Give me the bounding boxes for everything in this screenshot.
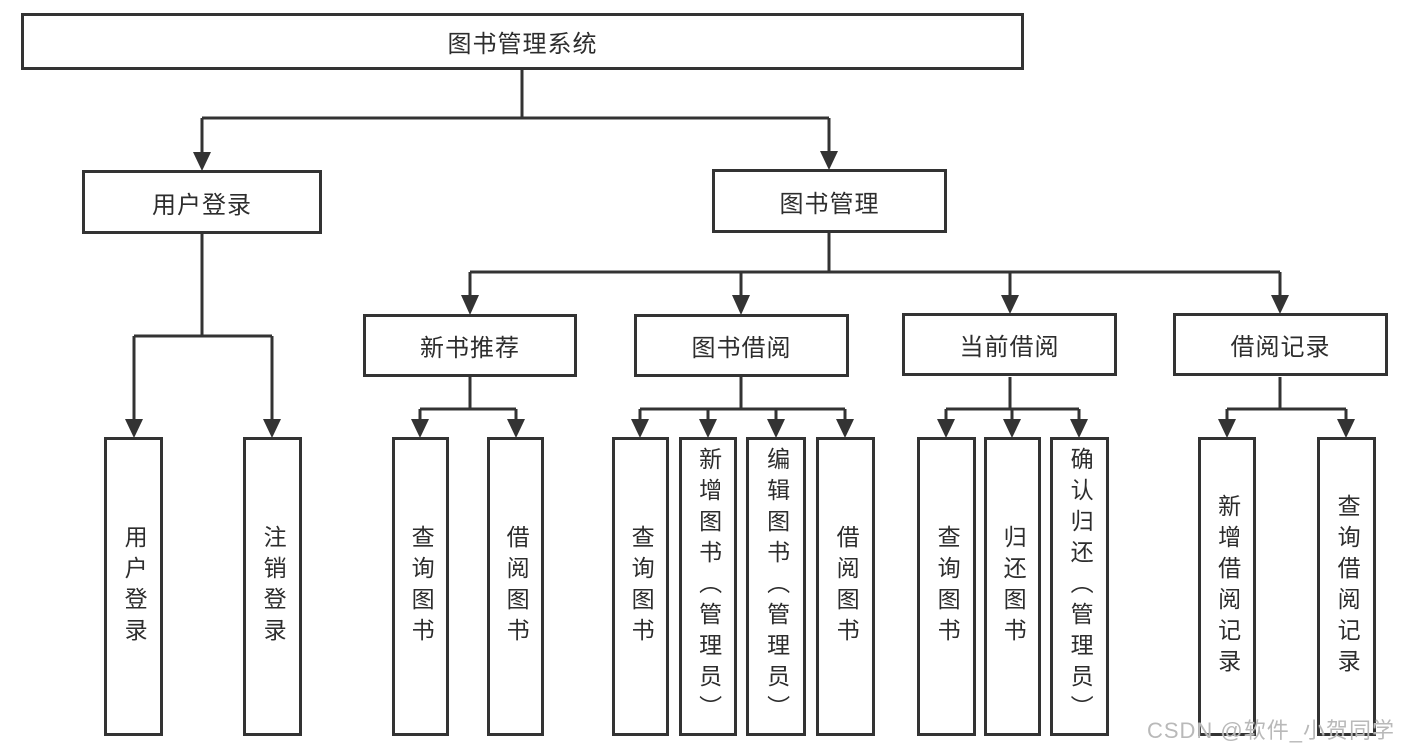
- arrow-down-icon: [125, 419, 143, 438]
- node-new-book-recommend: 新书推荐: [363, 314, 577, 377]
- leaf-label: 归还图书: [1000, 524, 1027, 649]
- leaf-cb-confirm-return-admin: 确认归还（管理员）: [1050, 437, 1109, 736]
- leaf-label: 查询借阅记录: [1334, 493, 1361, 680]
- arrow-down-icon: [767, 419, 785, 438]
- leaf-bb-query-books: 查询图书: [612, 437, 669, 736]
- connector-current-borrow-children: [937, 377, 1088, 438]
- leaf-logout: 注销登录: [243, 437, 302, 736]
- connector-root-to-level2: [193, 70, 838, 171]
- arrow-down-icon: [1271, 295, 1289, 314]
- leaf-label: 查询图书: [934, 524, 961, 649]
- arrow-down-icon: [1337, 419, 1355, 438]
- node-root-system: 图书管理系统: [21, 13, 1024, 70]
- leaf-user-login: 用户登录: [104, 437, 163, 736]
- connector-user-login-children: [125, 234, 281, 438]
- connector-new-book-children: [411, 377, 525, 438]
- leaf-label: 确认归还（管理员）: [1067, 447, 1094, 726]
- arrow-down-icon: [699, 419, 717, 438]
- leaf-label: 新增图书（管理员）: [695, 447, 722, 726]
- arrow-down-icon: [1070, 419, 1088, 438]
- leaf-label: 借阅图书: [833, 524, 860, 649]
- arrow-down-icon: [937, 419, 955, 438]
- leaf-br-query-record: 查询借阅记录: [1317, 437, 1376, 736]
- arrow-down-icon: [631, 419, 649, 438]
- arrow-down-icon: [193, 152, 211, 171]
- arrow-down-icon: [836, 419, 854, 438]
- leaf-label: 用户登录: [121, 524, 148, 649]
- leaf-label: 查询图书: [628, 524, 655, 649]
- leaf-label: 新增借阅记录: [1214, 493, 1241, 680]
- leaf-br-add-record: 新增借阅记录: [1198, 437, 1256, 736]
- arrow-down-icon: [461, 295, 479, 315]
- leaf-label: 借阅图书: [503, 524, 530, 649]
- node-book-borrow: 图书借阅: [634, 314, 849, 377]
- arrow-down-icon: [411, 419, 429, 438]
- arrow-down-icon: [1001, 295, 1019, 314]
- node-book-management: 图书管理: [712, 169, 947, 233]
- connector-book-management-children: [461, 233, 1289, 315]
- arrow-down-icon: [1218, 419, 1236, 438]
- node-current-borrow: 当前借阅: [902, 313, 1117, 376]
- leaf-label: 注销登录: [260, 524, 287, 649]
- leaf-label: 编辑图书（管理员）: [763, 447, 790, 726]
- leaf-bb-add-books-admin: 新增图书（管理员）: [679, 437, 737, 736]
- arrow-down-icon: [820, 151, 838, 170]
- arrow-down-icon: [507, 419, 525, 438]
- arrow-down-icon: [1003, 419, 1021, 438]
- connector-records-children: [1218, 377, 1355, 438]
- arrow-down-icon: [263, 419, 281, 438]
- connector-book-borrow-children: [631, 377, 854, 438]
- leaf-nb-borrow-books: 借阅图书: [487, 437, 544, 736]
- csdn-watermark: CSDN @软件_小贺同学: [1146, 718, 1395, 743]
- leaf-cb-return-books: 归还图书: [984, 437, 1041, 736]
- leaf-bb-borrow-books: 借阅图书: [816, 437, 875, 736]
- arrow-down-icon: [732, 295, 750, 315]
- leaf-label: 查询图书: [408, 524, 435, 649]
- leaf-nb-query-books: 查询图书: [392, 437, 449, 736]
- node-user-login: 用户登录: [82, 170, 322, 234]
- node-borrow-records: 借阅记录: [1173, 313, 1388, 376]
- leaf-bb-edit-books-admin: 编辑图书（管理员）: [746, 437, 806, 736]
- leaf-cb-query-books: 查询图书: [917, 437, 976, 736]
